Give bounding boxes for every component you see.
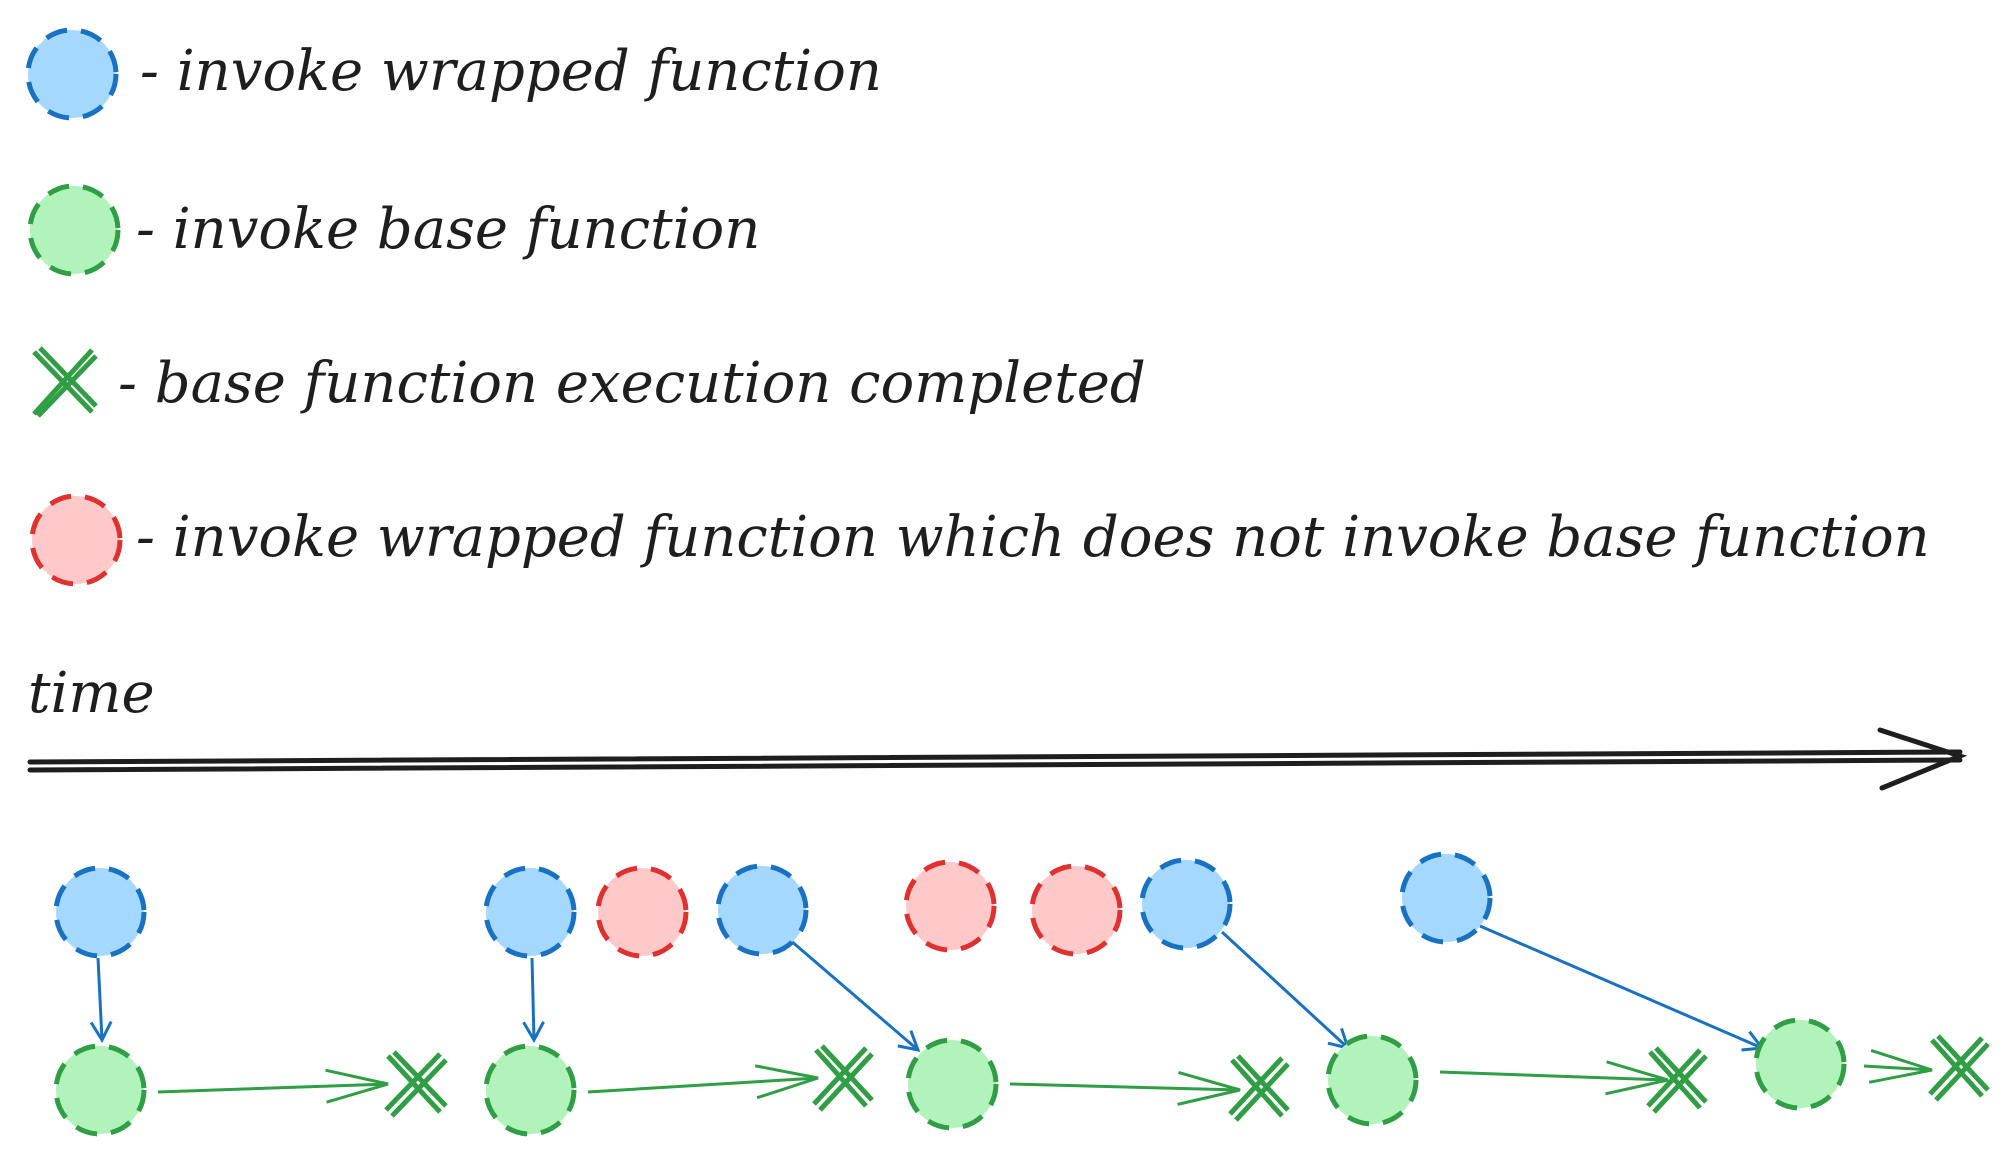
time-axis-arrow [27,727,1968,791]
legend-label-completed: - base function execution completed [118,351,1146,416]
legend-cross-icon [32,346,98,418]
completion-cross-icon [1928,1034,1990,1102]
invoke-arrow [522,957,545,1044]
base-invocation-circle [53,1043,147,1137]
no-base-invocation-circle [595,865,689,959]
execution-arrow [1863,1048,1933,1084]
execution-arrow [1009,1070,1241,1106]
timeline [53,851,1990,1137]
wrapped-invocation-circle [483,865,577,959]
no-base-invocation-circle [903,859,997,953]
completion-cross-icon [1646,1046,1708,1114]
wrapped-invocation-circle [1139,857,1233,951]
legend-blue-circle [25,27,119,121]
invoke-arrow [789,938,921,1053]
base-invocation-circle [483,1043,577,1137]
completion-cross-icon [812,1044,874,1112]
legend-green-circle [27,183,121,277]
invoke-arrow [1479,924,1765,1052]
completion-cross-icon [1228,1054,1290,1122]
execution-arrow [1439,1060,1669,1096]
base-invocation-circle [905,1037,999,1131]
invoke-arrow [1220,930,1351,1051]
no-base-invocation-circle [1029,863,1123,957]
completion-cross-icon [384,1050,448,1118]
wrapped-invocation-circle [1399,851,1493,945]
wrapped-invocation-circle [53,865,147,959]
wrapped-invocation-circle [715,863,809,957]
legend-red-circle [29,493,123,587]
legend-label-wrapped: - invoke wrapped function [140,39,882,104]
legend-label-base: - invoke base function [136,197,760,262]
legend-label-no-base: - invoke wrapped function which does not… [136,505,1930,570]
legend: - invoke wrapped function - invoke base … [25,27,1930,587]
execution-arrow [587,1064,819,1100]
time-axis-label: time [28,661,155,726]
base-invocation-circle [1325,1033,1419,1127]
invoke-arrow [89,957,113,1044]
base-invocation-circle [1753,1017,1847,1111]
execution-arrow [157,1068,389,1104]
